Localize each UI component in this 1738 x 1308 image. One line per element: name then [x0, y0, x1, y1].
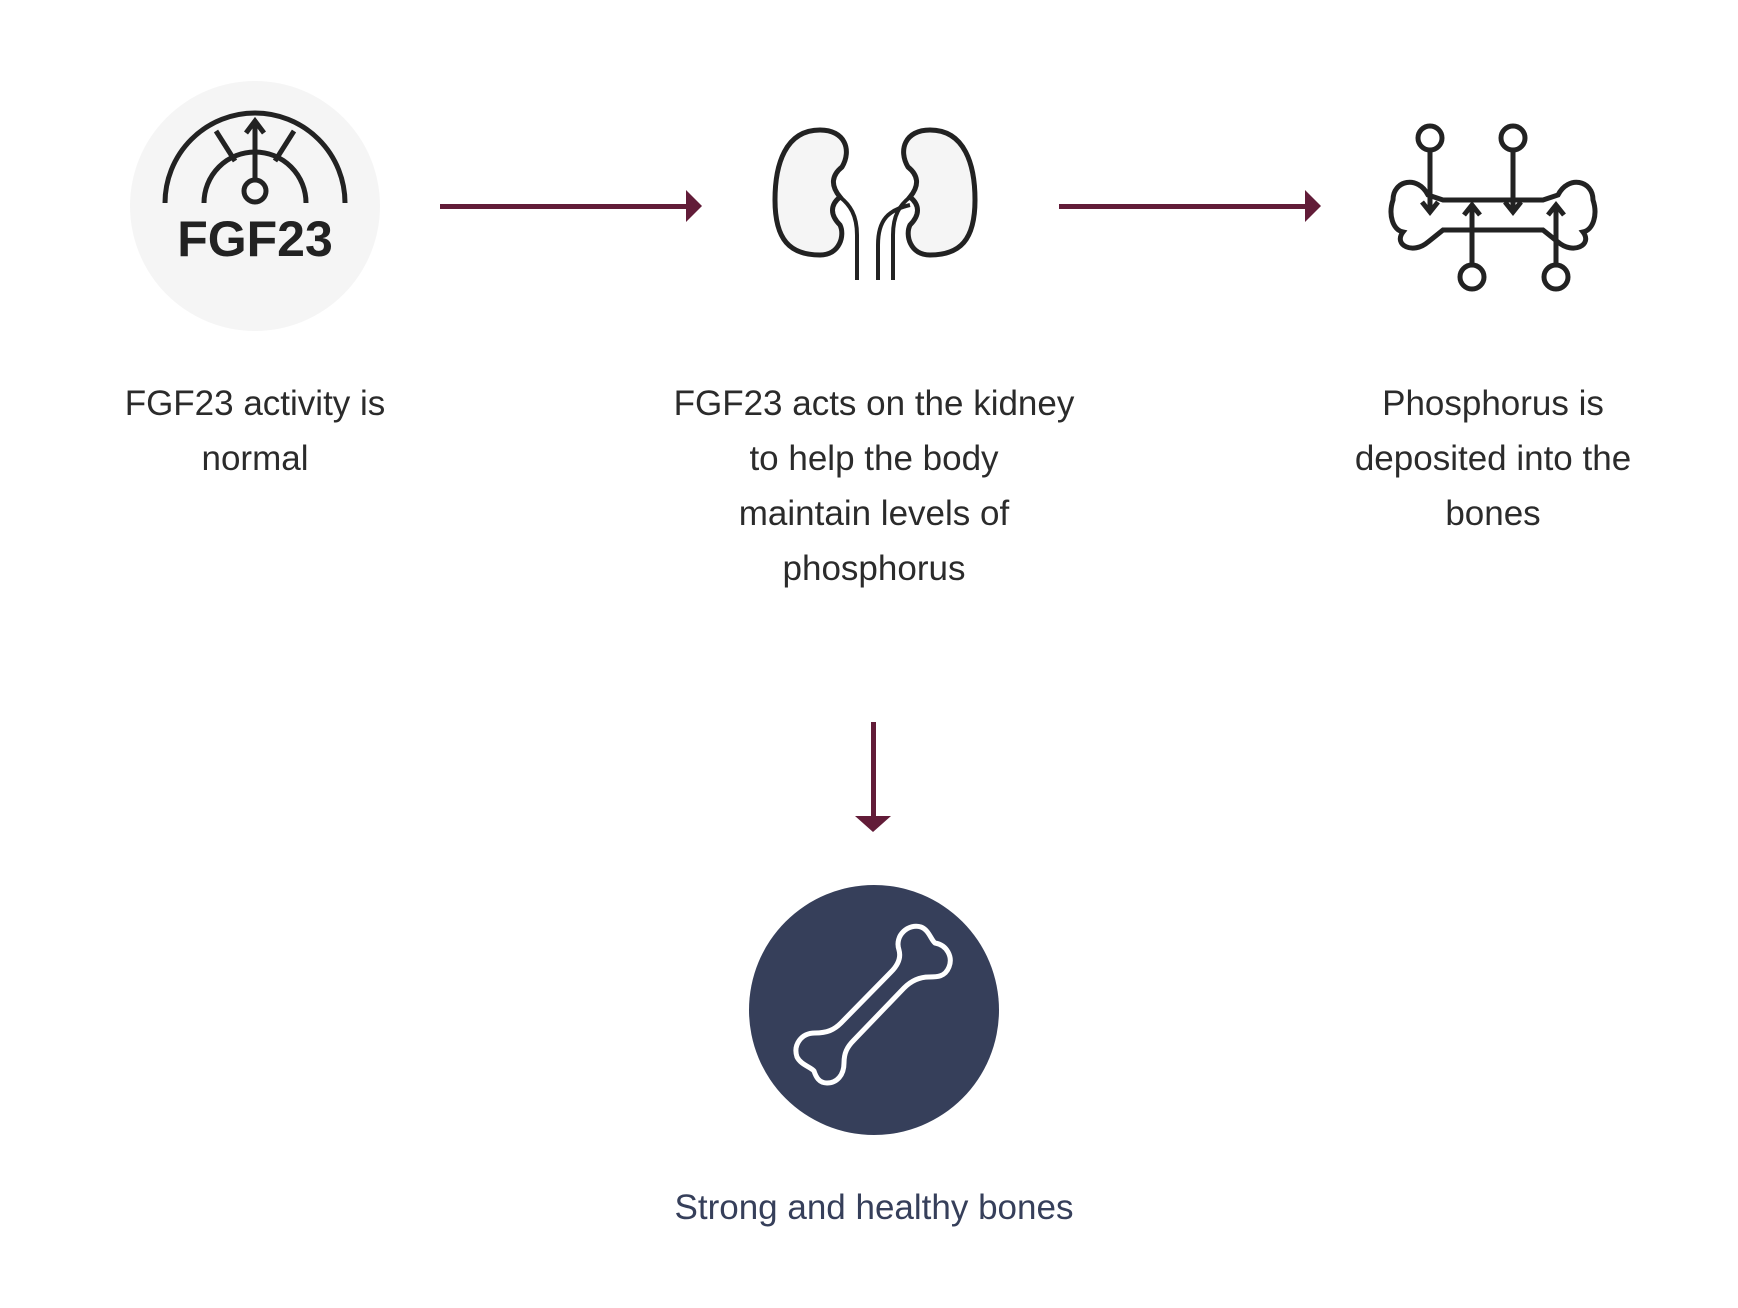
caption-line: bones: [1445, 494, 1541, 533]
caption-line: phosphorus: [782, 549, 966, 588]
caption-line: deposited into the: [1354, 439, 1632, 478]
caption-line: normal: [201, 439, 309, 478]
outcome-caption: Strong and healthy bones: [674, 1188, 1074, 1227]
caption-line: FGF23 activity is: [124, 384, 386, 423]
svg-text:FGF23: FGF23: [177, 211, 333, 267]
caption-line: to help the body: [749, 439, 999, 478]
arrow-down: [855, 722, 891, 832]
caption-line: FGF23 acts on the kidney: [673, 384, 1075, 423]
bone-icon: [749, 885, 999, 1135]
bone-phosphorus-icon: [1388, 120, 1598, 295]
caption-line: maintain levels of: [738, 494, 1010, 533]
arrow-right-2: [1059, 190, 1321, 222]
step-3-caption: Phosphorus is deposited into the bones: [1233, 376, 1738, 541]
step-2-caption: FGF23 acts on the kidney to help the bod…: [614, 376, 1134, 596]
caption-line: Phosphorus is: [1382, 384, 1604, 423]
fgf23-gauge-icon: FGF23: [130, 81, 380, 331]
step-1-caption: FGF23 activity is normal: [0, 376, 515, 486]
kidneys-icon: [770, 125, 980, 285]
arrow-right-1: [440, 190, 702, 222]
